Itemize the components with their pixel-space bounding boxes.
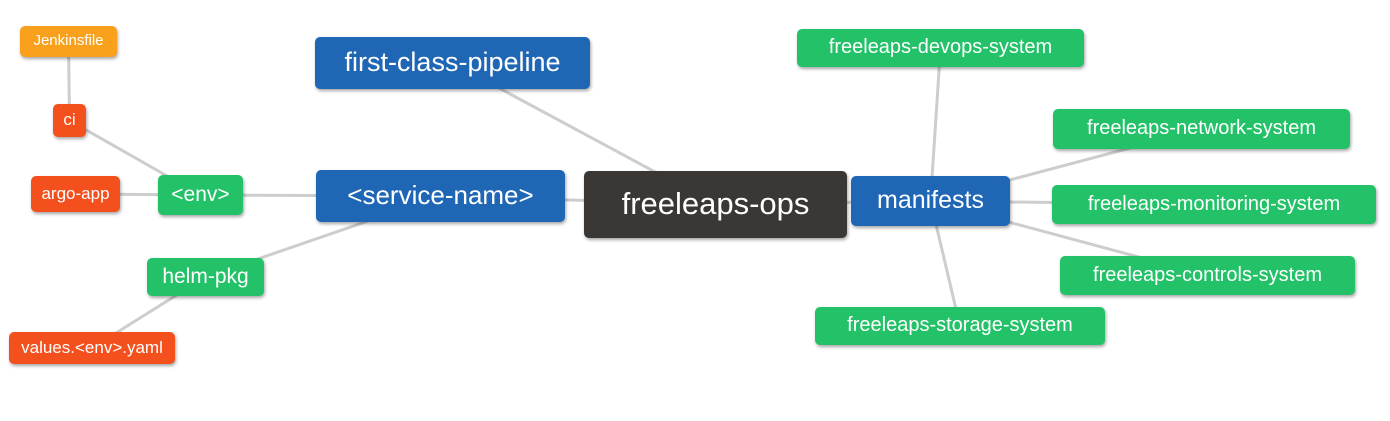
node-service-name[interactable]: <service-name> xyxy=(316,170,565,222)
node-jenkinsfile[interactable]: Jenkinsfile xyxy=(20,26,117,57)
node-freeleaps-monitoring-system[interactable]: freeleaps-monitoring-system xyxy=(1052,185,1376,224)
node-label: freeleaps-network-system xyxy=(1087,117,1316,139)
node-freeleaps-network-system[interactable]: freeleaps-network-system xyxy=(1053,109,1350,149)
node-label: <service-name> xyxy=(347,180,534,210)
node-label: manifests xyxy=(877,185,984,214)
node-argo-app[interactable]: argo-app xyxy=(31,176,120,212)
node-label: helm-pkg xyxy=(162,264,249,288)
node-freeleaps-storage-system[interactable]: freeleaps-storage-system xyxy=(815,307,1105,345)
node-ci[interactable]: ci xyxy=(53,104,86,137)
node-helm-pkg[interactable]: helm-pkg xyxy=(147,258,264,296)
node-label: freeleaps-devops-system xyxy=(828,36,1053,58)
node-label: <env> xyxy=(171,182,230,206)
node-first-class-pipeline[interactable]: first-class-pipeline xyxy=(315,37,590,89)
node-label: ci xyxy=(63,110,76,129)
node-manifests[interactable]: manifests xyxy=(851,176,1010,226)
node-label: freeleaps-storage-system xyxy=(847,314,1073,336)
node-label: freeleaps-monitoring-system xyxy=(1087,192,1341,215)
node-freeleaps-controls-system[interactable]: freeleaps-controls-system xyxy=(1060,256,1355,295)
node-label: Jenkinsfile xyxy=(33,32,104,49)
node-label: freeleaps-ops xyxy=(621,186,810,221)
node-label: first-class-pipeline xyxy=(344,46,561,77)
edge-manifests--freeleaps-devops-system xyxy=(929,47,942,202)
node-env[interactable]: <env> xyxy=(158,175,243,215)
node-label: freeleaps-controls-system xyxy=(1093,263,1322,286)
node-freeleaps-devops-system[interactable]: freeleaps-devops-system xyxy=(797,29,1084,67)
node-label: argo-app xyxy=(41,183,110,203)
node-freeleaps-ops[interactable]: freeleaps-ops xyxy=(584,171,847,238)
node-values-env-yaml[interactable]: values.<env>.yaml xyxy=(9,332,175,364)
node-label: values.<env>.yaml xyxy=(21,337,163,357)
